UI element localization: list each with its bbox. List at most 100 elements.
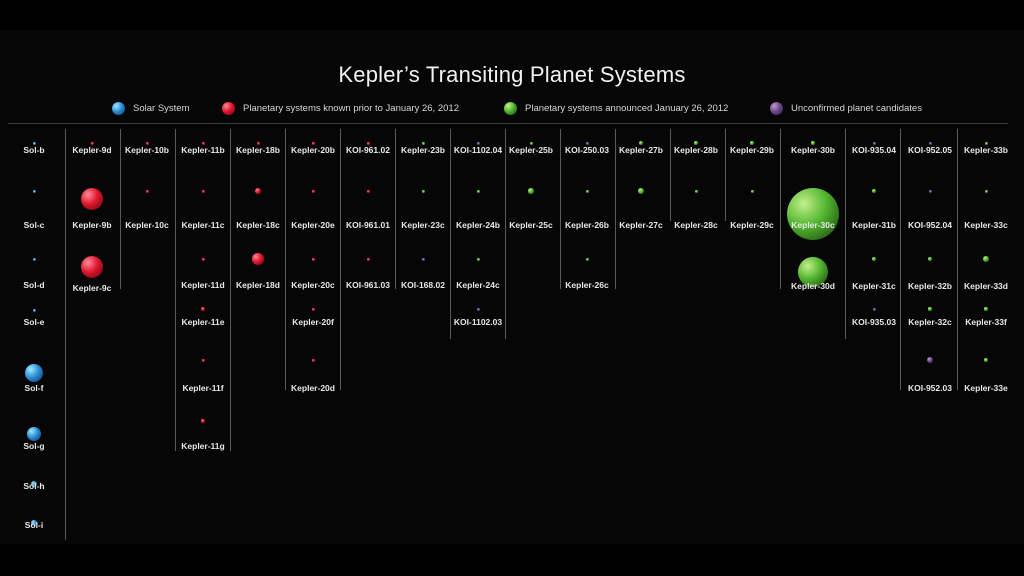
planet-kepler-18d [252, 253, 264, 265]
planet-sol-h [31, 481, 37, 487]
system-separator [230, 129, 231, 451]
system-separator [340, 129, 341, 390]
planet-label: KOI-1102.03 [453, 317, 503, 327]
system-separator [450, 129, 451, 339]
planet-kepler-26c [585, 257, 589, 261]
planet-kepler-33c [984, 189, 988, 193]
planet-label: Sol-b [23, 145, 45, 155]
planet-kepler-30b [811, 141, 815, 145]
system-separator [725, 129, 726, 221]
planet-koi-952-04 [928, 189, 932, 193]
planet-sol-e [32, 308, 36, 312]
planet-label: Kepler-32c [908, 317, 952, 327]
planet-kepler-30d [798, 257, 828, 287]
planet-label: Kepler-26c [565, 280, 609, 290]
planet-label: Kepler-33e [964, 383, 1008, 393]
planet-koi-952-03 [926, 356, 934, 364]
planet-kepler-20d [311, 358, 315, 362]
legend-swatch-known-systems [222, 101, 235, 115]
planet-label: Sol-c [23, 220, 45, 230]
planet-label: Kepler-20f [292, 317, 334, 327]
planet-label: Kepler-24b [456, 220, 500, 230]
planet-kepler-20f [311, 307, 315, 311]
legend-swatch-candidates [770, 101, 783, 115]
planet-label: Kepler-20b [291, 145, 335, 155]
planet-label: Kepler-25c [509, 220, 553, 230]
planet-sol-f [24, 363, 44, 383]
figure-title: Kepler’s Transiting Planet Systems [338, 62, 686, 87]
planet-label: Kepler-23b [401, 145, 445, 155]
planet-kepler-31c [871, 256, 877, 262]
system-separator [560, 129, 561, 289]
planet-label: Kepler-9c [72, 283, 112, 293]
planet-kepler-29c [750, 189, 754, 193]
planet-label: Kepler-33f [965, 317, 1007, 327]
planet-kepler-29b [750, 141, 754, 145]
planet-label: Kepler-25b [509, 145, 553, 155]
planet-label: KOI-961.01 [346, 220, 390, 230]
planet-kepler-33f [984, 307, 988, 311]
planet-koi-1102-03 [476, 307, 480, 311]
planet-label: Sol-e [23, 317, 45, 327]
planet-label: Kepler-27c [619, 220, 663, 230]
planet-label: Kepler-28b [674, 145, 718, 155]
planet-kepler-10c [145, 189, 149, 193]
planet-label: KOI-935.03 [852, 317, 896, 327]
planet-kepler-9c [80, 255, 104, 279]
system-separator [395, 129, 396, 289]
system-separator [670, 129, 671, 221]
planet-sol-c [32, 189, 36, 193]
system-separator [65, 129, 66, 540]
planet-kepler-9b [80, 187, 104, 211]
legend-label: Planetary systems announced January 26, … [525, 102, 729, 114]
planet-kepler-27c [637, 187, 645, 195]
planet-kepler-32c [928, 307, 932, 311]
planet-kepler-11g [201, 419, 205, 423]
planet-kepler-18b [256, 141, 260, 145]
planet-label: Kepler-10c [125, 220, 169, 230]
planet-kepler-11c [201, 189, 205, 193]
planet-label: KOI-168.02 [401, 280, 445, 290]
planet-kepler-18c [254, 187, 262, 195]
system-separator [615, 129, 616, 289]
planet-sol-g [26, 426, 42, 442]
planet-kepler-11f [201, 358, 205, 362]
planet-kepler-26b [585, 189, 589, 193]
planet-label: Kepler-11d [181, 280, 225, 290]
planet-label: Kepler-18b [236, 145, 280, 155]
legend-label: Planetary systems known prior to January… [243, 102, 459, 114]
planet-kepler-10b [145, 141, 149, 145]
legend-swatch-announced-systems [504, 101, 517, 115]
planet-kepler-24c [476, 257, 480, 261]
system-separator [780, 129, 781, 289]
planet-label: Kepler-26b [565, 220, 609, 230]
planet-kepler-20b [311, 141, 315, 145]
planet-kepler-28b [694, 141, 698, 145]
legend-item-known-systems: Planetary systems known prior to January… [222, 100, 459, 116]
planet-label: Kepler-31c [852, 281, 896, 291]
planet-label: Sol-i [24, 520, 44, 530]
planet-label: Kepler-18d [236, 280, 280, 290]
planet-label: Kepler-20c [291, 280, 335, 290]
planet-label: Kepler-20d [291, 383, 335, 393]
system-separator [120, 129, 121, 289]
planet-kepler-11d [201, 257, 205, 261]
planet-koi-935-04 [872, 141, 876, 145]
planet-sol-b [32, 141, 36, 145]
planet-label: Kepler-33c [964, 220, 1008, 230]
planet-label: Sol-h [23, 481, 45, 491]
planet-label: Kepler-28c [674, 220, 718, 230]
legend-swatch-solar-system [112, 101, 125, 115]
system-separator [900, 129, 901, 390]
planet-kepler-24b [476, 189, 480, 193]
planet-label: KOI-250.03 [565, 145, 609, 155]
planet-kepler-25c [528, 188, 534, 194]
planet-label: Sol-g [23, 441, 45, 451]
planet-label: Kepler-31b [852, 220, 896, 230]
planet-koi-168-02 [421, 257, 425, 261]
legend-item-solar-system: Solar System [112, 100, 190, 116]
planet-kepler-23b [421, 141, 425, 145]
planet-kepler-32b [927, 256, 933, 262]
planet-kepler-23c [421, 189, 425, 193]
planet-label: KOI-935.04 [852, 145, 896, 155]
